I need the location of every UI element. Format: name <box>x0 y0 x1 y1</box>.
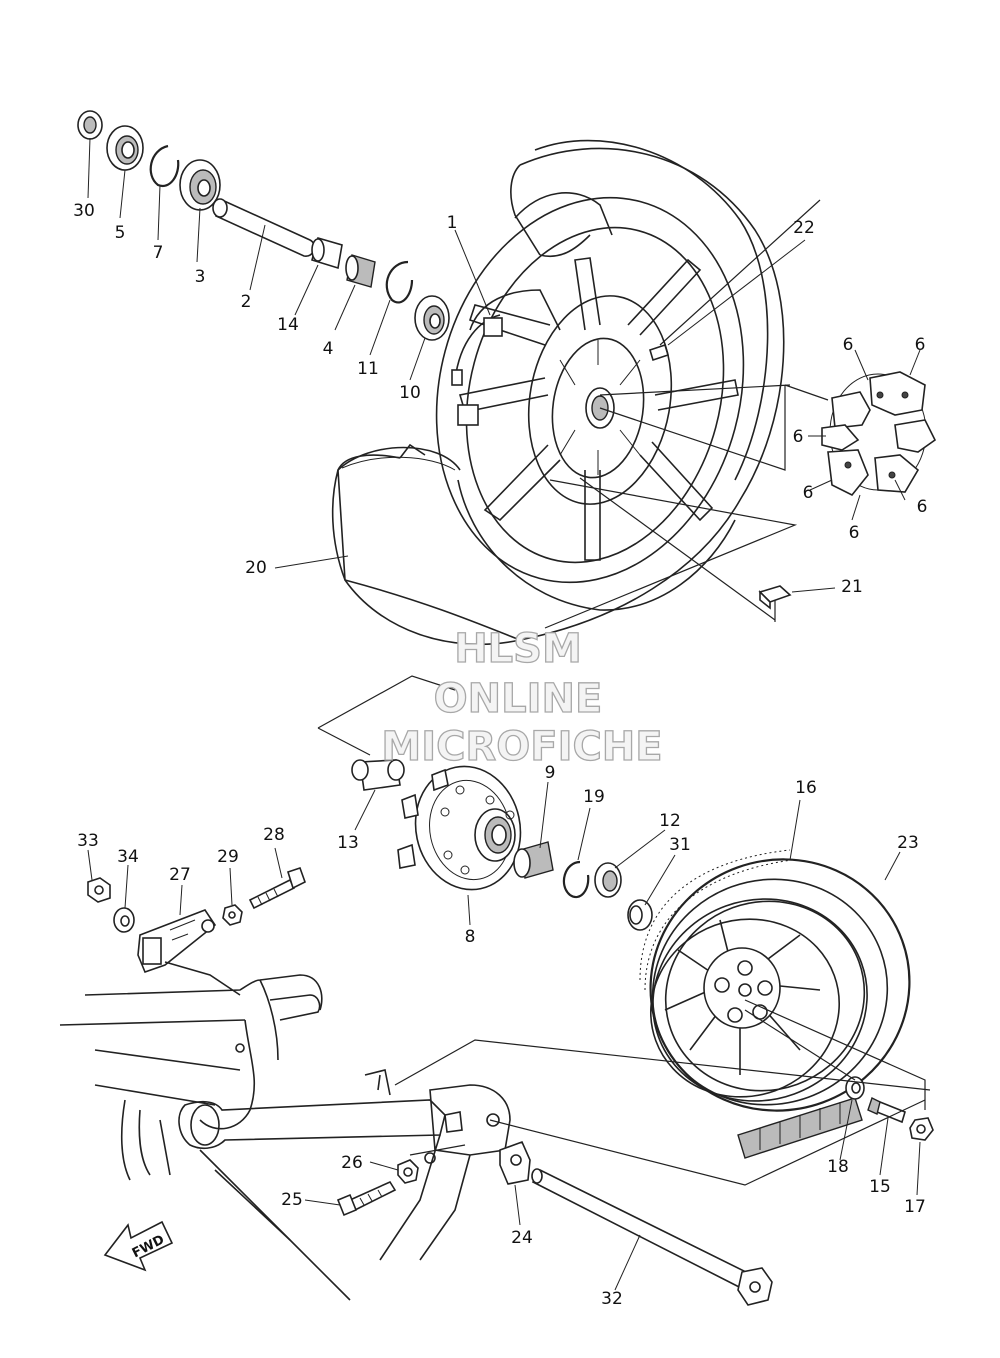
callout-14: 14 <box>277 315 299 335</box>
assembly-lines-top <box>544 199 829 629</box>
oil-seal-12 <box>594 862 622 898</box>
callout-30: 30 <box>73 201 95 221</box>
callout-13: 13 <box>337 833 359 853</box>
collar-13 <box>351 759 405 791</box>
callout-labels: 1 2 3 4 5 6 6 6 6 6 6 7 8 9 10 11 12 13 … <box>73 201 927 1309</box>
callout-22: 22 <box>793 218 815 238</box>
callout-2: 2 <box>241 292 252 312</box>
callout-29: 29 <box>217 847 239 867</box>
callout-6-lower-left: 6 <box>803 483 814 503</box>
swingarm <box>59 974 511 1301</box>
callout-15: 15 <box>869 1177 891 1197</box>
callout-19: 19 <box>583 787 605 807</box>
callout-6-top-left: 6 <box>843 335 854 355</box>
rear-pulley <box>639 849 911 1159</box>
callout-6-lower-right: 6 <box>917 497 928 517</box>
hub-damper-set <box>821 371 937 497</box>
left-axle-parts <box>77 110 450 341</box>
balance-weight <box>758 585 792 610</box>
callout-26: 26 <box>341 1153 363 1173</box>
forward-direction-arrow: FWD <box>103 1220 174 1272</box>
callout-21: 21 <box>841 577 863 597</box>
callout-5: 5 <box>115 223 126 243</box>
rear-axle <box>531 1168 773 1306</box>
bearing-9 <box>513 841 554 879</box>
callout-8: 8 <box>465 927 476 947</box>
callout-6-top-right: 6 <box>915 335 926 355</box>
callout-25: 25 <box>281 1190 303 1210</box>
pulley-hub <box>397 765 522 891</box>
callout-28: 28 <box>263 825 285 845</box>
callout-17: 17 <box>904 1197 926 1217</box>
callout-16: 16 <box>795 778 817 798</box>
chain-adjuster-parts <box>87 866 306 996</box>
callout-23: 23 <box>897 833 919 853</box>
callout-9: 9 <box>545 763 556 783</box>
callout-20: 20 <box>245 558 267 578</box>
assembly-lines-middle <box>317 675 456 756</box>
watermark-line-3: MICROFICHE <box>381 724 662 770</box>
callout-27: 27 <box>169 865 191 885</box>
callout-11: 11 <box>357 359 379 379</box>
rear-wheel <box>435 196 745 584</box>
callout-32: 32 <box>601 1289 623 1309</box>
collar-31 <box>627 899 653 931</box>
pivot-fasteners <box>336 1039 931 1217</box>
watermark-line-2: ONLINE <box>434 676 603 722</box>
circlip-19 <box>562 860 590 899</box>
callout-4: 4 <box>323 339 334 359</box>
callout-34: 34 <box>117 847 139 867</box>
callout-6-middle-left: 6 <box>793 427 804 447</box>
callout-6-bottom: 6 <box>849 523 860 543</box>
callout-1: 1 <box>447 213 458 233</box>
leader-lines <box>87 137 921 1291</box>
callout-33: 33 <box>77 831 99 851</box>
callout-3: 3 <box>195 267 206 287</box>
callout-31: 31 <box>669 835 691 855</box>
callout-18: 18 <box>827 1157 849 1177</box>
callout-12: 12 <box>659 811 681 831</box>
watermark: HLSM ONLINE MICROFICHE <box>381 625 664 770</box>
callout-10: 10 <box>399 383 421 403</box>
watermark-line-1: HLSM <box>454 626 582 672</box>
callout-7: 7 <box>153 243 164 263</box>
tire <box>331 139 785 646</box>
callout-24: 24 <box>511 1228 533 1248</box>
